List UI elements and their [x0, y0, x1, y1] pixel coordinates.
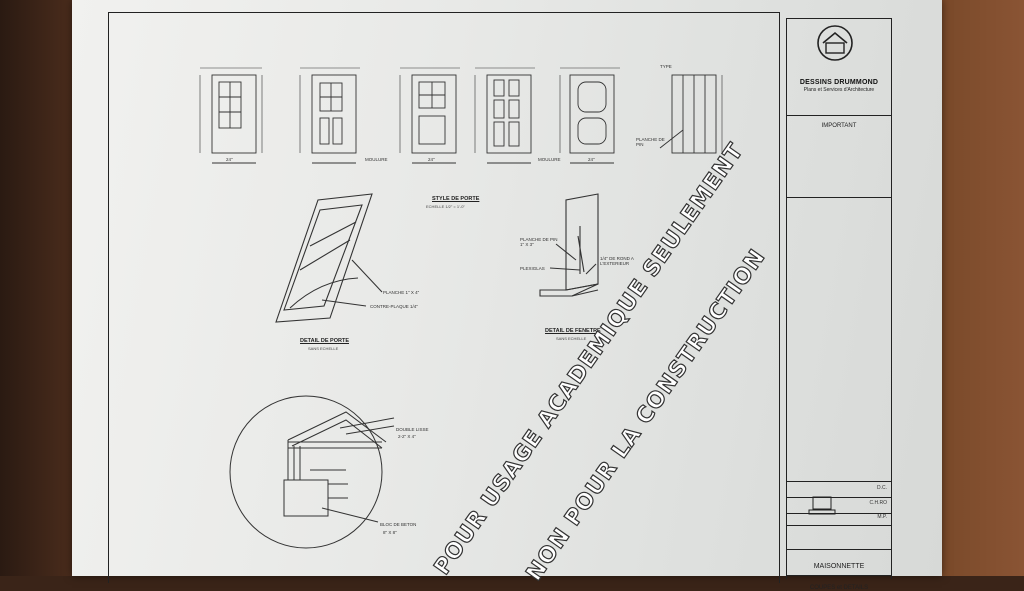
door-detail-scale: SANS ECHELLE — [308, 346, 339, 351]
window-detail-scale: SANS ECHELLE — [556, 336, 587, 341]
initials-3: M.P. — [877, 514, 887, 520]
label-planche: PLANCHE 1" X 4" — [383, 290, 420, 295]
dim-door-3: 24" — [428, 157, 435, 162]
company-logo — [817, 25, 853, 61]
door-style-title: STYLE DE PORTE — [432, 196, 480, 202]
drawing-frame — [108, 12, 780, 583]
door-detail — [275, 193, 383, 323]
company-name: DESSINS DRUMMOND — [799, 79, 879, 86]
label-bloc-beton: BLOC DE BETON — [380, 522, 417, 527]
label-moulure-1: MOULURE — [365, 157, 388, 162]
label-quart-rond: 1/4" DE ROND A L'EXTERIEUR — [600, 256, 634, 266]
window-detail — [539, 193, 599, 297]
window-detail-title: DETAIL DE FENETRE — [545, 328, 601, 334]
door-elevation-3 — [411, 74, 457, 164]
dim-door-5: 24" — [588, 157, 595, 162]
project-name: MAISONNETTE — [813, 563, 865, 570]
drawing-sheet — [72, 0, 942, 576]
door-elevation-5 — [569, 74, 615, 164]
door-style-scale: ECHELLE 1/2" = 1'-0" — [426, 204, 465, 209]
door-elevation-6 — [659, 74, 717, 154]
sheet-title: COUPES et DETAILS — [809, 585, 869, 591]
door-elevation-4 — [486, 74, 532, 164]
technical-drawing — [199, 67, 723, 549]
label-plexiglas: PLEXIGLAS — [520, 266, 545, 271]
company-subtitle: Plans et Services d'Architecture — [803, 87, 875, 93]
label-contre-plaque: CONTRE-PLAQUE 1/4" — [370, 304, 418, 309]
dim-door-1: 24" — [226, 157, 233, 162]
computer-icon — [808, 496, 836, 515]
important-heading: IMPORTANT — [821, 123, 857, 129]
label-type: TYPE — [660, 64, 672, 69]
label-double-lisse-size: 2-2" X 4" — [398, 434, 416, 439]
door-detail-title: DETAIL DE PORTE — [300, 338, 349, 344]
door-elevation-2 — [311, 74, 357, 164]
label-double-lisse: DOUBLE LISSE — [396, 427, 429, 432]
label-moulure-2: MOULURE — [538, 157, 561, 162]
wall-section-detail — [229, 395, 395, 549]
label-planche-pin: PLANCHE DE PIN — [636, 137, 665, 147]
initials-2: C.H.RO — [869, 500, 888, 506]
label-planche-pin-2: PLANCHE DE PIN 1" X 3" — [520, 237, 558, 247]
label-bloc-size: 8" X 8" — [383, 530, 397, 535]
door-elevation-1 — [211, 74, 257, 164]
initials-1: D.C. — [877, 485, 887, 491]
